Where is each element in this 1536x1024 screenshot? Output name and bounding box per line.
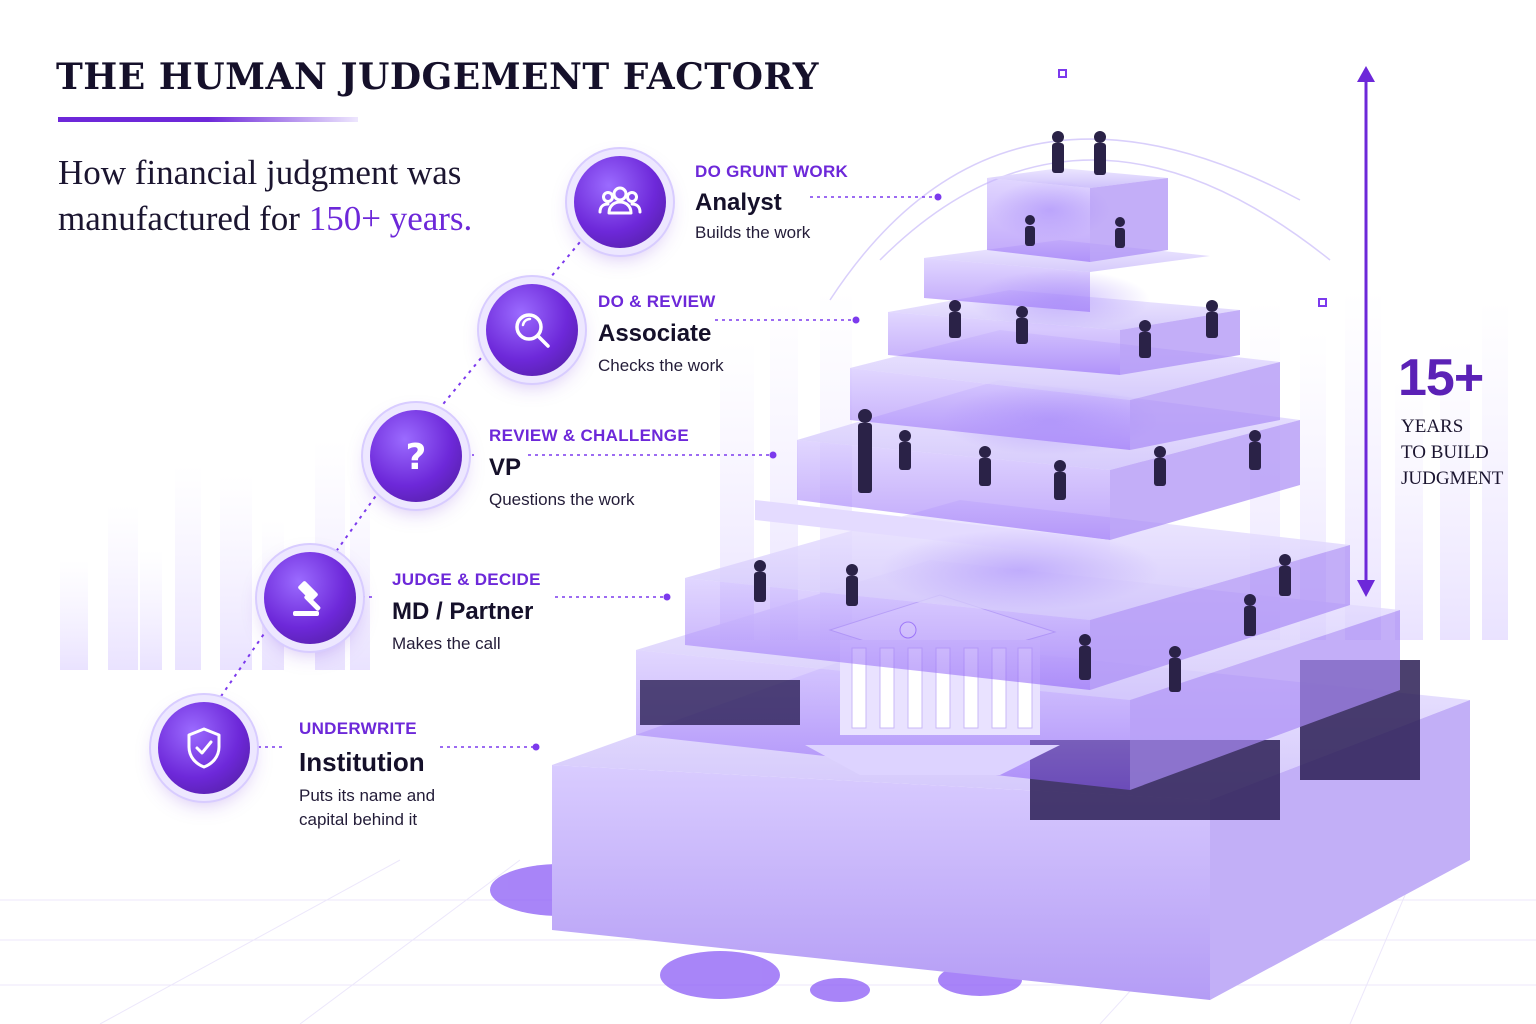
years-value: 15+ xyxy=(1398,349,1484,407)
screen-glow xyxy=(880,180,1160,610)
years-line-1: YEARS xyxy=(1401,416,1464,437)
stage-vp: REVIEW & CHALLENGE VP Questions the work xyxy=(489,426,689,512)
stage-role: VP xyxy=(489,454,522,481)
people-icon xyxy=(574,156,666,248)
svg-text:?: ? xyxy=(406,437,427,478)
question-icon: ? xyxy=(370,410,462,502)
stage-role: Institution xyxy=(299,747,425,777)
stage-role: Analyst xyxy=(695,189,782,216)
stage-description: Makes the call xyxy=(392,634,501,653)
subtitle-accent: 150+ years. xyxy=(308,199,473,238)
gavel-icon xyxy=(264,552,356,644)
stage-description: Checks the work xyxy=(598,356,724,375)
years-arrow xyxy=(1357,66,1375,597)
stage-kicker: JUDGE & DECIDE xyxy=(392,570,541,589)
shield-check-icon xyxy=(158,702,250,794)
stage-kicker: UNDERWRITE xyxy=(299,719,417,738)
page-title: THE HUMAN JUDGEMENT FACTORY xyxy=(56,56,819,98)
subtitle-line-1: How financial judgment was xyxy=(58,153,462,192)
stage-associate: DO & REVIEW Associate Checks the work xyxy=(598,292,724,378)
years-line-3: JUDGMENT xyxy=(1401,468,1504,489)
stage-md-partner: JUDGE & DECIDE MD / Partner Makes the ca… xyxy=(392,570,541,656)
page-subtitle: How financial judgment was manufactured … xyxy=(58,150,578,242)
stage-description-line-2: capital behind it xyxy=(299,810,418,829)
years-caption: YEARS TO BUILD JUDGMENT xyxy=(1401,414,1531,492)
stage-kicker: REVIEW & CHALLENGE xyxy=(489,426,689,445)
stage-description-line-1: Puts its name and xyxy=(299,786,436,805)
stage-kicker: DO GRUNT WORK xyxy=(695,162,849,181)
stage-role: MD / Partner xyxy=(392,598,534,625)
decor-squares xyxy=(1058,69,1327,307)
stage-role: Associate xyxy=(598,320,712,347)
decorative-arcs xyxy=(829,138,1331,301)
workers xyxy=(754,131,1291,692)
stage-kicker: DO & REVIEW xyxy=(598,292,716,311)
years-line-2: TO BUILD xyxy=(1401,442,1489,463)
leader-lines xyxy=(258,193,942,751)
stage-description: Questions the work xyxy=(489,490,635,509)
title-underline xyxy=(58,117,358,122)
magnifier-icon xyxy=(486,284,578,376)
stage-description: Puts its name and capital behind it xyxy=(299,784,435,832)
stage-institution: UNDERWRITE Institution Puts its name and… xyxy=(299,719,435,832)
subtitle-line-2-prefix: manufactured for xyxy=(58,199,309,238)
stage-analyst: DO GRUNT WORK Analyst Builds the work xyxy=(695,162,848,245)
subtitle-line-2: manufactured for 150+ years. xyxy=(58,196,578,242)
stage-description: Builds the work xyxy=(695,223,811,242)
stage-connector xyxy=(214,229,591,706)
